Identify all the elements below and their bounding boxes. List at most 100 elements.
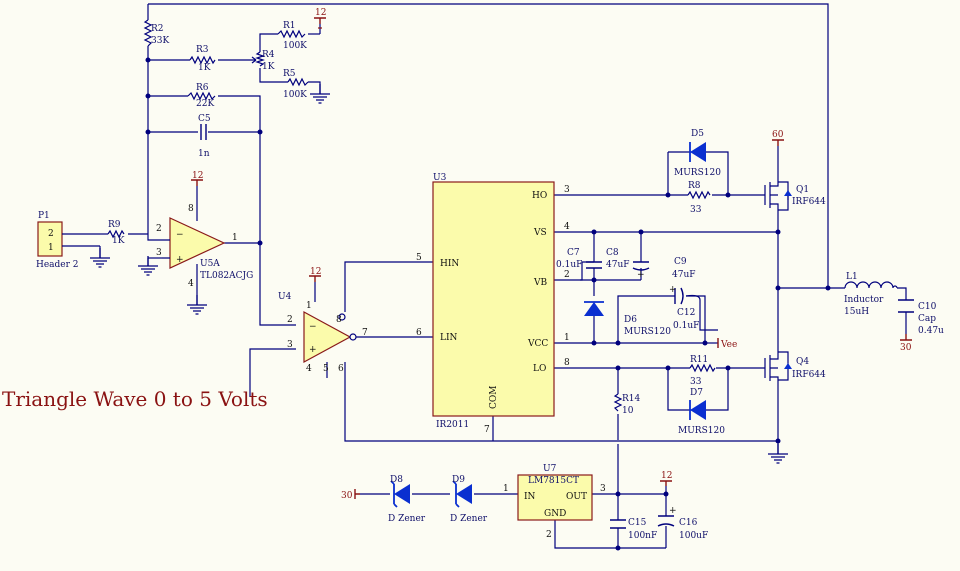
svg-text:12: 12: [192, 171, 203, 181]
svg-text:1: 1: [232, 233, 238, 243]
svg-text:HO: HO: [532, 191, 547, 201]
svg-text:U5A: U5A: [200, 259, 220, 269]
potentiometer-r4: [255, 51, 265, 67]
svg-text:8: 8: [336, 315, 342, 325]
svg-text:LO: LO: [533, 364, 546, 374]
svg-text:D9: D9: [452, 475, 465, 485]
svg-text:+: +: [309, 345, 317, 355]
svg-text:8: 8: [564, 358, 570, 368]
svg-text:1: 1: [48, 243, 54, 253]
capacitor-c16: [657, 515, 675, 527]
svg-text:33: 33: [690, 377, 702, 387]
diode-d9: [452, 480, 472, 508]
capacitor-c15: [610, 519, 626, 529]
capacitor-c7: [586, 261, 602, 269]
svg-text:2: 2: [48, 229, 54, 239]
svg-text:L1: L1: [846, 272, 858, 282]
svg-text:D6: D6: [624, 315, 637, 325]
svg-text:0.47u: 0.47u: [918, 326, 944, 336]
svg-text:22K: 22K: [196, 99, 214, 109]
connector-p1-body: [37, 221, 63, 257]
svg-text:2: 2: [546, 530, 552, 540]
svg-text:7: 7: [362, 328, 368, 338]
svg-text:IN: IN: [524, 492, 536, 502]
inductor-l1: [844, 281, 898, 289]
svg-text:+: +: [669, 285, 677, 295]
svg-text:5: 5: [416, 253, 422, 263]
svg-text:30: 30: [341, 491, 353, 501]
svg-text:33K: 33K: [151, 36, 169, 46]
ic-u7-pin-names: IN OUT GND: [524, 492, 587, 519]
power-port-labels: 12 12 12 60 30 30 12 Vee: [192, 8, 912, 501]
svg-text:C12: C12: [677, 308, 695, 318]
component-labels: R2 33K R3 1K R4 1K R1 100K R5 100K R6 22…: [36, 21, 944, 541]
diode-d6: [584, 301, 604, 316]
resistor-r11: [689, 363, 716, 373]
svg-text:R4: R4: [262, 50, 275, 60]
svg-text:0.1uF: 0.1uF: [673, 321, 699, 331]
resistors: [107, 19, 716, 412]
svg-text:HIN: HIN: [440, 259, 459, 269]
svg-text:LIN: LIN: [440, 333, 458, 343]
svg-text:OUT: OUT: [566, 492, 587, 502]
svg-text:C9: C9: [674, 257, 687, 267]
svg-text:33: 33: [690, 205, 702, 215]
svg-text:R6: R6: [196, 83, 209, 93]
svg-text:47uF: 47uF: [672, 270, 696, 280]
svg-text:+: +: [669, 506, 677, 516]
svg-text:R5: R5: [283, 69, 296, 79]
svg-text:Q1: Q1: [796, 185, 809, 195]
svg-text:VCC: VCC: [527, 339, 548, 349]
capacitors: [200, 124, 914, 529]
svg-text:D8: D8: [390, 475, 403, 485]
svg-text:15uH: 15uH: [844, 307, 869, 317]
svg-text:Cap: Cap: [918, 314, 936, 324]
svg-text:VS: VS: [533, 228, 547, 238]
svg-text:U7: U7: [543, 464, 557, 474]
svg-text:Q4: Q4: [796, 357, 809, 367]
svg-text:1K: 1K: [262, 62, 275, 72]
svg-text:5: 5: [323, 364, 329, 374]
svg-text:R2: R2: [151, 24, 164, 34]
svg-text:3: 3: [287, 340, 293, 350]
svg-text:−: −: [176, 230, 184, 240]
svg-text:3: 3: [564, 185, 570, 195]
svg-text:MURS120: MURS120: [624, 327, 671, 337]
resistor-r5: [287, 77, 309, 87]
svg-text:R11: R11: [690, 355, 708, 365]
svg-text:C16: C16: [679, 518, 698, 528]
resistor-r1: [277, 29, 306, 39]
mosfet-q1: [764, 181, 792, 211]
resistor-r3: [189, 55, 216, 65]
svg-text:30: 30: [900, 343, 912, 353]
svg-text:2: 2: [287, 315, 293, 325]
svg-text:P1: P1: [38, 211, 50, 221]
svg-text:12: 12: [315, 8, 326, 18]
svg-text:4: 4: [188, 279, 194, 289]
svg-text:IRF644: IRF644: [792, 370, 826, 380]
svg-text:100K: 100K: [283, 90, 307, 100]
svg-text:0.1uF: 0.1uF: [556, 260, 582, 270]
svg-text:U3: U3: [433, 173, 447, 183]
opamp-u5a: [169, 217, 226, 269]
svg-text:100uF: 100uF: [679, 531, 708, 541]
diode-d7: [689, 400, 706, 420]
svg-text:1: 1: [306, 301, 312, 311]
svg-text:8: 8: [188, 204, 194, 214]
resistor-r14: [613, 393, 623, 412]
resistor-r8: [687, 190, 711, 200]
svg-text:1: 1: [564, 333, 570, 343]
svg-text:LM7815CT: LM7815CT: [528, 476, 579, 486]
capacitor-c10: [898, 299, 914, 313]
svg-text:Header 2: Header 2: [36, 260, 79, 270]
svg-text:60: 60: [772, 130, 784, 140]
svg-text:GND: GND: [544, 509, 566, 519]
svg-text:C7: C7: [567, 248, 580, 258]
ic-u3-pin-names: HO VS VB VCC LO HIN LIN COM: [440, 191, 548, 409]
pin-numbers: 2 1 2 3 1 8 4 1 8 2 3 4 5 6 7 5 6 3 4 2 …: [48, 185, 606, 540]
svg-text:3: 3: [600, 484, 606, 494]
resistor-r6: [187, 91, 216, 101]
svg-text:12: 12: [661, 471, 672, 481]
svg-text:+: +: [176, 255, 184, 265]
resistor-r9: [107, 229, 125, 239]
